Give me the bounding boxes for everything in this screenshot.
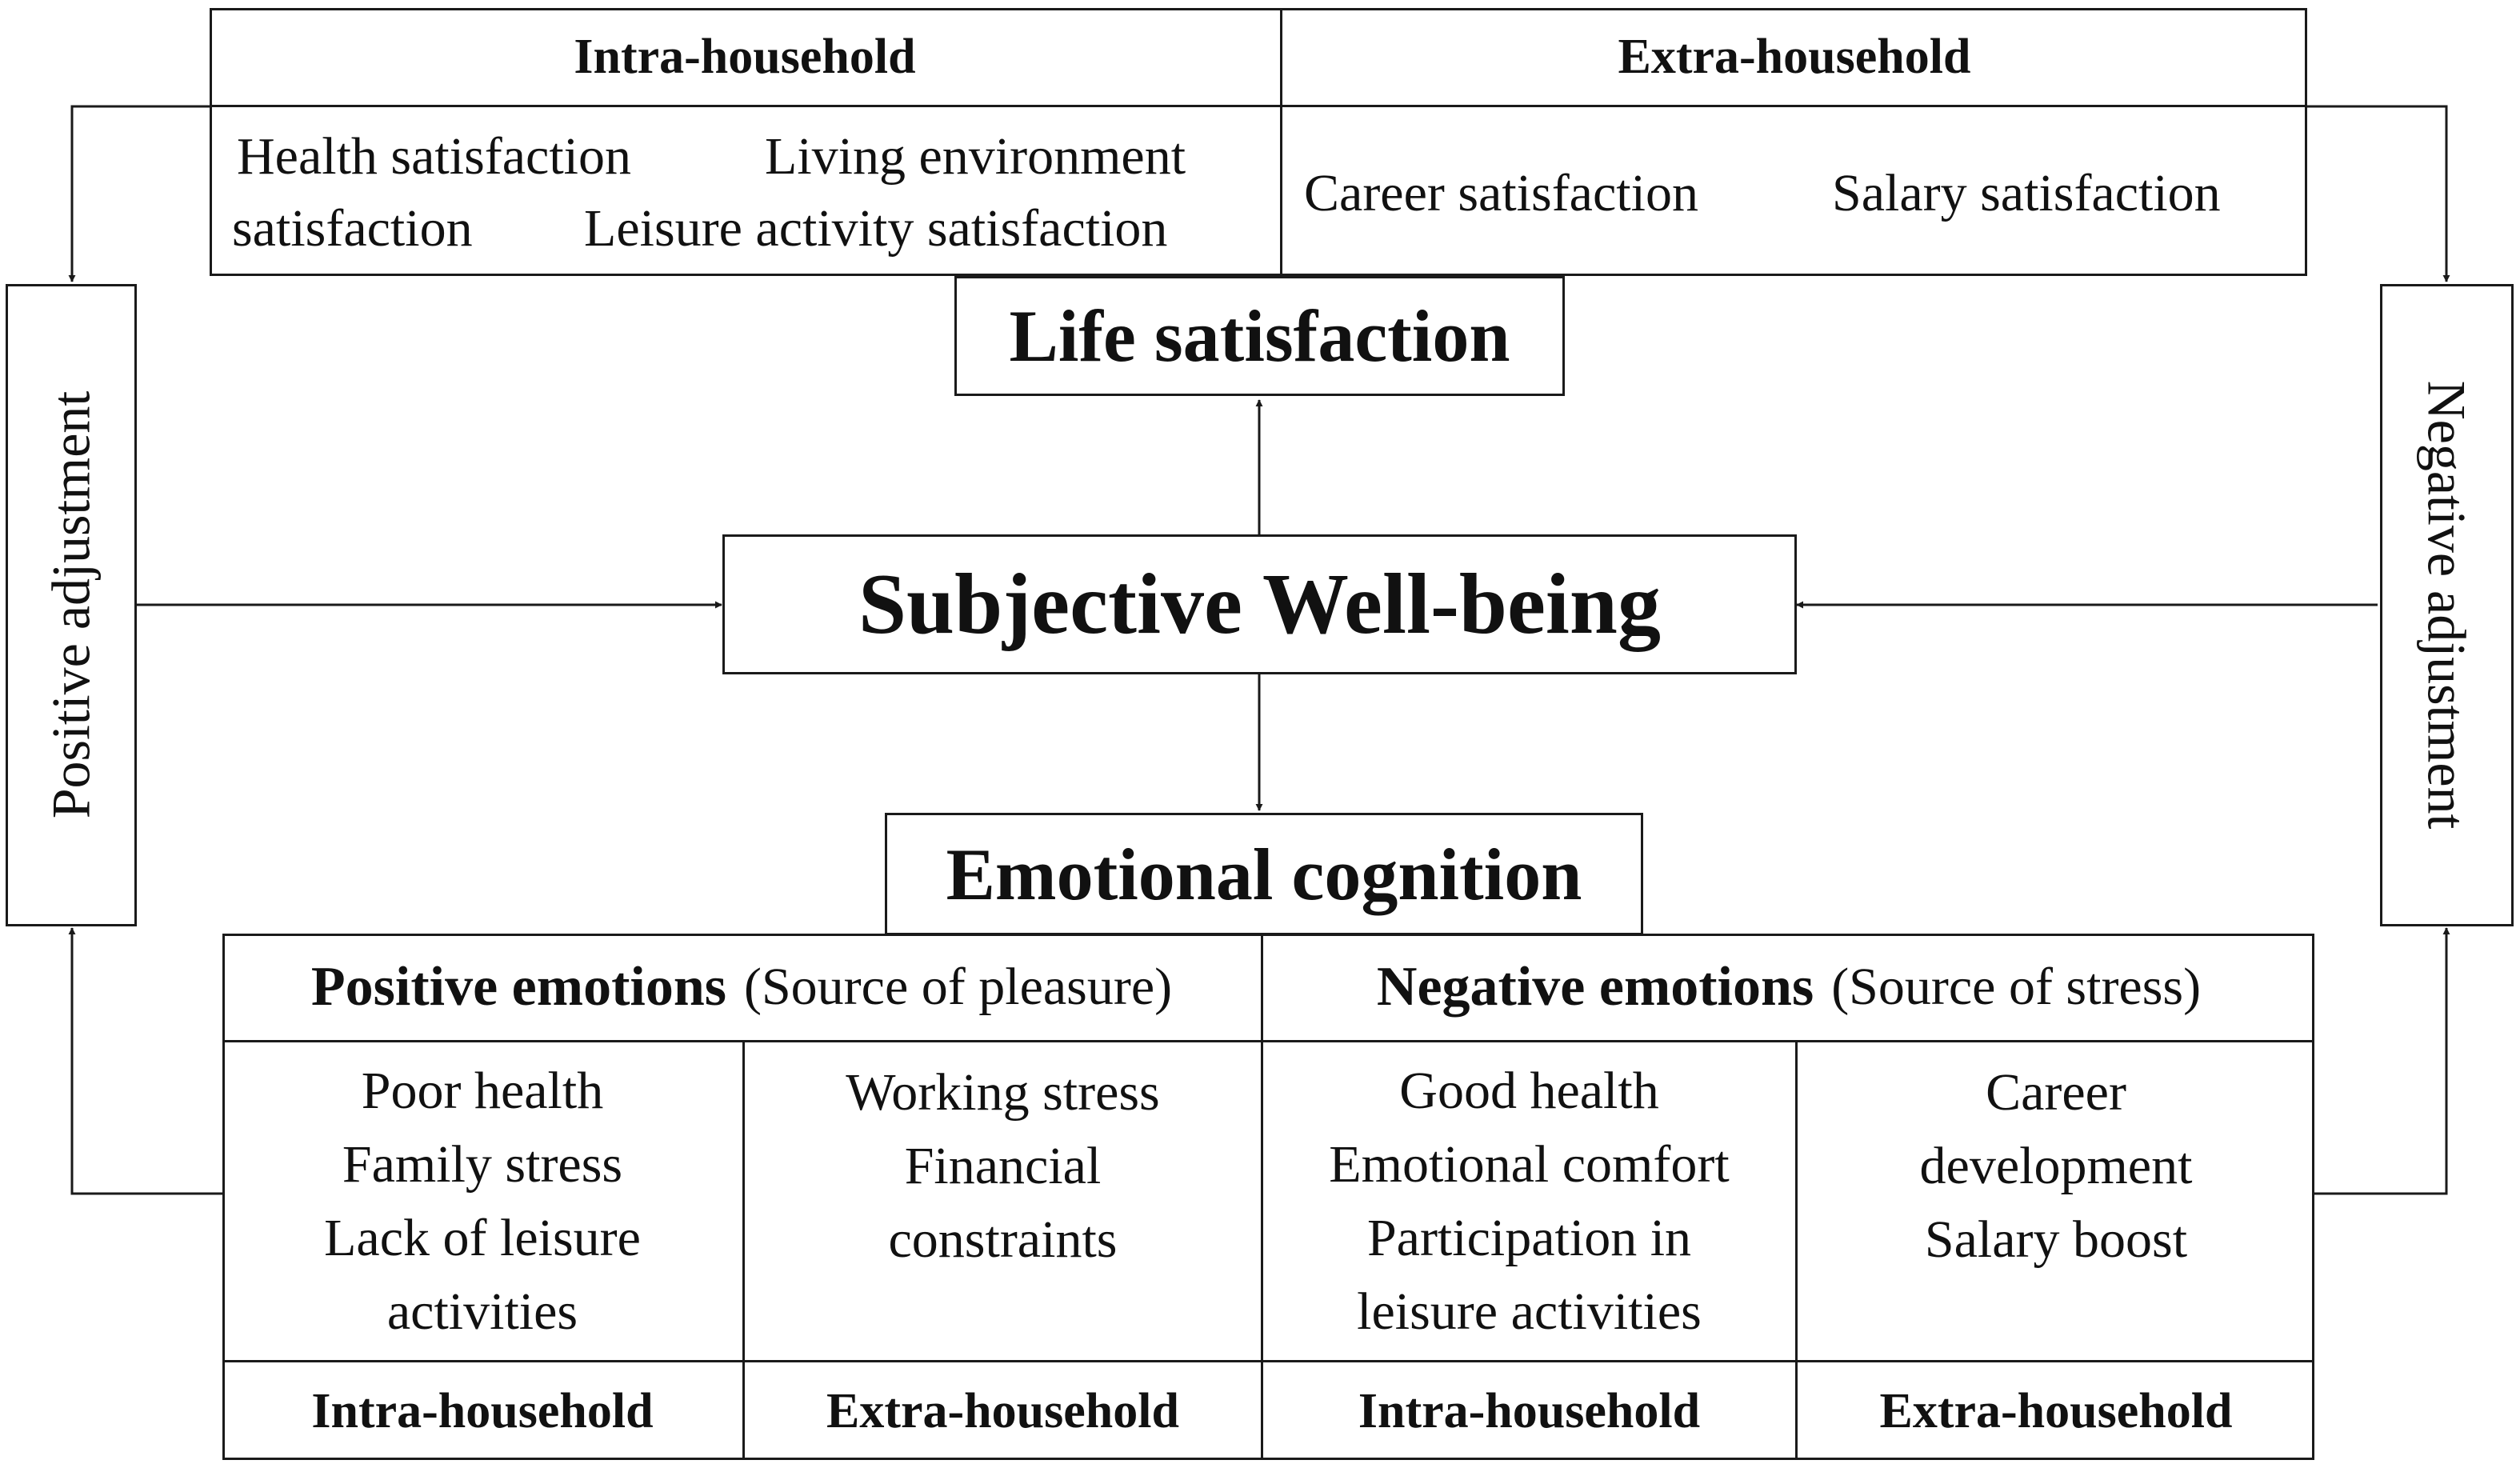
top-intra-item-satisfaction: satisfaction: [232, 199, 473, 258]
positive-emotions-subtitle: (Source of pleasure): [744, 958, 1173, 1016]
positive-emotions-title: Positive emotions: [310, 956, 726, 1018]
subjective-wellbeing-box: Subjective Well-being: [722, 534, 1797, 674]
bottom-panel-footer-divider: [222, 1360, 2314, 1362]
positive-emotions-header: Positive emotions (Source of pleasure): [222, 934, 1261, 1041]
cell-line: Participation in: [1366, 1208, 1692, 1267]
top-panel-column-divider: [1280, 8, 1282, 276]
top-intra-header: Intra-household: [574, 30, 916, 84]
top-extra-item-salary: Salary satisfaction: [1832, 164, 2221, 222]
bottom-panel-header-divider: [222, 1040, 2314, 1042]
life-satisfaction-box: Life satisfaction: [954, 276, 1565, 396]
top-intra-item-living-environment: Living environment: [765, 127, 1186, 186]
arrow-bottom-to-positive-adjustment: [68, 927, 222, 1195]
top-panel: [210, 8, 2307, 276]
cell-line: Financial: [904, 1137, 1102, 1195]
bottom-panel-left-subdivider: [742, 1040, 745, 1460]
cell-line: Salary boost: [1924, 1210, 2188, 1269]
positive-adjustment-label: Positive adjustment: [40, 390, 102, 819]
arrow-bottom-to-negative-adjustment: [2314, 927, 2450, 1195]
emotion-cell-good-health: Good health Emotional comfort Participat…: [1263, 1042, 1795, 1360]
negative-emotions-title: Negative emotions: [1376, 956, 1814, 1018]
cell-line: development: [1919, 1137, 2193, 1195]
footer-extra-left: Extra-household: [826, 1383, 1179, 1438]
negative-adjustment-box: [2380, 284, 2514, 926]
top-intra-item-leisure: Leisure activity satisfaction: [584, 199, 1168, 258]
cell-line: Career: [1986, 1063, 2126, 1122]
cell-line: Poor health: [361, 1061, 604, 1120]
bottom-panel-right-subdivider: [1795, 1040, 1798, 1460]
top-extra-header: Extra-household: [1618, 30, 1971, 84]
negative-emotions-subtitle: (Source of stress): [1831, 958, 2202, 1016]
emotion-cell-working-stress: Working stress Financial constraints: [745, 1056, 1261, 1277]
footer-intra-left: Intra-household: [311, 1383, 654, 1438]
cell-line: Good health: [1399, 1061, 1659, 1120]
bottom-panel-center-divider: [1261, 934, 1263, 1460]
top-intra-item-health: Health satisfaction: [237, 127, 632, 186]
top-extra-item-career: Career satisfaction: [1304, 164, 1698, 222]
cell-line: constraints: [888, 1210, 1118, 1269]
emotion-cell-poor-health: Poor health Family stress Lack of leisur…: [222, 1042, 742, 1360]
cell-line: Emotional comfort: [1329, 1134, 1730, 1194]
footer-intra-right: Intra-household: [1358, 1383, 1701, 1438]
arrow-top-to-positive-adjustment: [68, 105, 210, 282]
positive-adjustment-box: [6, 284, 137, 926]
cell-line: Family stress: [342, 1134, 623, 1194]
cell-line: Lack of leisure: [324, 1208, 641, 1267]
emotion-cell-career-development: Career development Salary boost: [1798, 1056, 2314, 1277]
emotional-cognition-box: Emotional cognition: [885, 813, 1643, 935]
negative-adjustment-label: Negative adjustment: [2416, 380, 2478, 830]
negative-emotions-header: Negative emotions (Source of stress): [1263, 934, 2314, 1041]
top-panel-header-divider: [210, 105, 2307, 107]
cell-line: leisure activities: [1357, 1282, 1702, 1341]
arrow-top-to-negative-adjustment: [2307, 105, 2450, 282]
bottom-panel: [222, 934, 2314, 1460]
footer-extra-right: Extra-household: [1879, 1383, 2233, 1438]
cell-line: Working stress: [846, 1063, 1160, 1122]
cell-line: activities: [386, 1282, 578, 1341]
